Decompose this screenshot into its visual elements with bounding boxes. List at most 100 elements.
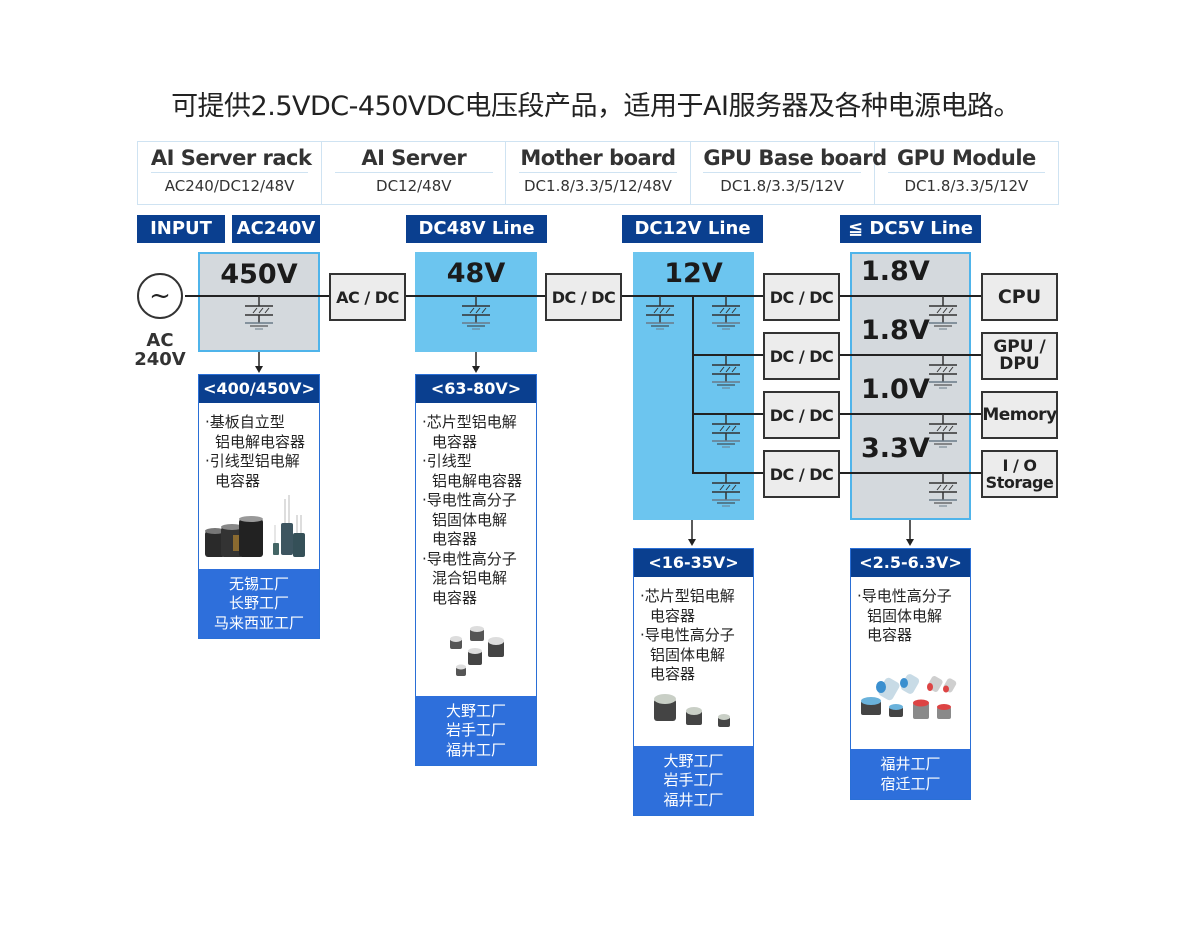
capacitor-icon (928, 472, 958, 507)
capacitor-photo-chip (450, 626, 504, 676)
factory-name: 大野工厂 (663, 751, 724, 770)
tag-dc48v-line: DC48V Line (406, 215, 547, 243)
converter-ac-dc: AC / DC (329, 273, 406, 321)
wire-12v-branch (692, 472, 765, 474)
factory-name: 福井工厂 (880, 755, 941, 773)
converter-dc-dc-48-12: DC / DC (545, 273, 622, 321)
factory-name: 岩手工厂 (663, 771, 724, 789)
zone-voltage-io: 3.3V (861, 433, 930, 464)
product-item: ·芯片型铝电解 电容器 (422, 413, 517, 451)
ac-source-label: AC 240V (128, 331, 192, 369)
arrow-down-icon (906, 520, 914, 546)
ac-label-line2: 240V (134, 349, 186, 370)
card-factory-list: 大野工厂 岩手工厂 福井工厂 (634, 745, 753, 815)
capacitor-photo-chip (654, 694, 730, 727)
segment-voltage: DC12/48V (376, 177, 452, 195)
product-item: ·引线型 铝电解电容器 (422, 452, 523, 490)
product-item: ·导电性高分子 铝固体电解 电容器 (857, 587, 952, 644)
wire-12v-branch (692, 354, 765, 356)
segment-title: GPU Base board (703, 146, 887, 173)
card-factory-list: 无锡工厂 长野工厂 马来西亚工厂 (199, 568, 319, 638)
capacitor-icon (645, 295, 675, 330)
card-product-list: ·芯片型铝电解 电容器 ·导电性高分子 铝固体电解 电容器 (634, 577, 753, 685)
product-item: ·芯片型铝电解 电容器 (640, 587, 735, 625)
product-item: ·引线型铝电解 电容器 (205, 452, 300, 490)
card-product-list: ·基板自立型 铝电解电容器 ·引线型铝电解 电容器 (199, 403, 319, 491)
zone-48v: 48V (415, 252, 537, 352)
segment-voltage: DC1.8/3.3/5/12V (720, 177, 845, 195)
capacitor-icon (711, 354, 741, 389)
product-item: ·导电性高分子 铝固体电解 电容器 (422, 491, 517, 548)
wire-to-gpu (838, 354, 983, 356)
converter-dc-dc-memory: DC / DC (763, 391, 840, 439)
segment-bar: AI Server rack AC240/DC12/48V AI Server … (137, 141, 1059, 205)
segment-title: Mother board (519, 146, 677, 173)
load-cpu: CPU (981, 273, 1058, 321)
arrow-down-icon (688, 520, 696, 546)
segment-voltage: DC1.8/3.3/5/12V (904, 177, 1029, 195)
capacitor-icon (711, 472, 741, 507)
segment-gpu-module: GPU Module DC1.8/3.3/5/12V (875, 142, 1058, 204)
tag-dc12v-line: DC12V Line (622, 215, 763, 243)
factory-name: 长野工厂 (228, 594, 289, 612)
zone-voltage: 48V (446, 258, 506, 289)
product-card-16-35v: <16-35V> ·芯片型铝电解 电容器 ·导电性高分子 铝固体电解 电容器 大… (633, 548, 754, 816)
segment-mother-board: Mother board DC1.8/3.3/5/12/48V (506, 142, 691, 204)
factory-name: 大野工厂 (445, 701, 506, 720)
product-item: ·基板自立型 铝电解电容器 (205, 413, 306, 451)
zone-450v: 450V (198, 252, 320, 352)
zone-voltage-memory: 1.0V (861, 374, 930, 405)
factory-name: 无锡工厂 (228, 574, 289, 593)
card-product-list: ·芯片型铝电解 电容器 ·引线型 铝电解电容器 ·导电性高分子 铝固体电解 电容… (416, 403, 536, 608)
card-voltage-range: <16-35V> (634, 549, 753, 577)
capacitor-icon (928, 413, 958, 448)
product-card-400-450v: <400/450V> ·基板自立型 铝电解电容器 ·引线型铝电解 电容器 无锡工… (198, 374, 320, 639)
segment-title: AI Server (335, 146, 493, 173)
segment-ai-server-rack: AI Server rack AC240/DC12/48V (138, 142, 323, 204)
arrow-down-icon (255, 352, 263, 373)
wire-to-io (838, 472, 983, 474)
zone-voltage: 450V (220, 259, 298, 290)
segment-title: GPU Module (887, 146, 1046, 173)
zone-voltage: 12V (664, 258, 723, 289)
load-memory: Memory (981, 391, 1058, 439)
card-product-list: ·导电性高分子 铝固体电解 电容器 (851, 577, 970, 646)
capacitor-icon (461, 295, 491, 330)
capacitor-icon (928, 354, 958, 389)
card-factory-list: 福井工厂 宿迁工厂 (851, 749, 970, 799)
factory-name: 宿迁工厂 (880, 774, 941, 793)
wire-12v-branch (692, 413, 765, 415)
card-voltage-range: <2.5-6.3V> (851, 549, 970, 577)
capacitor-icon (711, 295, 741, 330)
segment-voltage: DC1.8/3.3/5/12/48V (524, 177, 672, 195)
segment-title: AI Server rack (150, 146, 312, 173)
capacitor-photo-snapin (205, 495, 305, 557)
card-voltage-range: <63-80V> (416, 375, 536, 403)
arrow-down-icon (472, 352, 480, 373)
wire-12v-trunk (692, 295, 694, 473)
tag-input: INPUT (137, 215, 225, 243)
capacitor-icon (928, 295, 958, 330)
zone-voltage-cpu: 1.8V (861, 256, 930, 287)
wire-ac-to-acdc (185, 295, 330, 297)
wire-to-cpu (838, 295, 983, 297)
factory-name: 马来西亚工厂 (213, 613, 304, 632)
capacitor-photo-polymer (861, 674, 957, 719)
ac-source-icon: ~ (137, 273, 183, 319)
segment-gpu-base-board: GPU Base board DC1.8/3.3/5/12V (691, 142, 887, 204)
factory-name: 福井工厂 (445, 740, 506, 759)
load-gpu-dpu: GPU / DPU (981, 332, 1058, 380)
product-item: ·导电性高分子 铝固体电解 电容器 (640, 626, 735, 683)
factory-name: 岩手工厂 (445, 721, 506, 739)
tag-dc5v-line: ≦ DC5V Line (840, 215, 981, 243)
product-card-63-80v: <63-80V> ·芯片型铝电解 电容器 ·引线型 铝电解电容器 ·导电性高分子… (415, 374, 537, 766)
capacitor-icon (244, 295, 274, 330)
segment-voltage: AC240/DC12/48V (164, 177, 295, 195)
headline: 可提供2.5VDC-450VDC电压段产品，适用于AI服务器及各种电源电路。 (171, 91, 1020, 122)
card-voltage-range: <400/450V> (199, 375, 319, 403)
converter-dc-dc-cpu: DC / DC (763, 273, 840, 321)
tag-ac240v: AC240V (232, 215, 320, 243)
converter-dc-dc-gpu: DC / DC (763, 332, 840, 380)
card-factory-list: 大野工厂 岩手工厂 福井工厂 (416, 695, 536, 765)
